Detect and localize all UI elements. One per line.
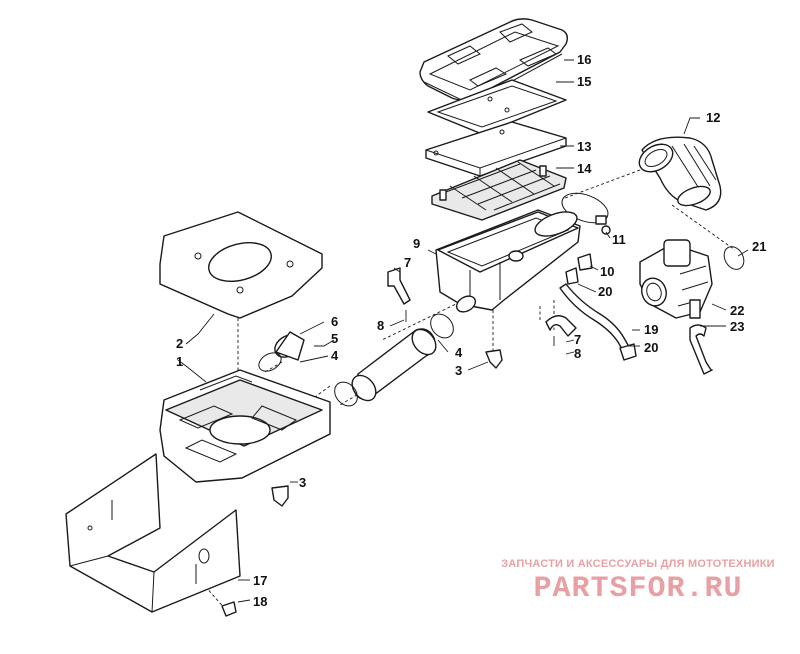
drain-hose	[689, 324, 713, 375]
callout-9: 9	[413, 236, 420, 251]
callout-8: 8	[377, 318, 384, 333]
callout-7: 7	[404, 255, 411, 270]
skid-plate-fastener	[221, 601, 237, 617]
airbox-base	[435, 209, 581, 313]
callout-23: 23	[730, 319, 744, 334]
callout-14: 14	[577, 161, 592, 176]
watermark: ЗАПЧАСТИ И АКСЕССУАРЫ ДЛЯ МОТОТЕХНИКИ PA…	[488, 558, 788, 608]
tube-clamp-lower	[334, 381, 358, 407]
carburetor	[639, 239, 713, 319]
filter-cage	[431, 159, 567, 221]
watermark-logo: PARTSFOR.RU	[533, 572, 743, 606]
callout-21: 21	[752, 239, 766, 254]
callout-3: 3	[455, 363, 462, 378]
callout-22: 22	[730, 303, 744, 318]
watermark-caption: ЗАПЧАСТИ И АКСЕССУАРЫ ДЛЯ МОТОТЕХНИКИ	[501, 558, 775, 570]
airbox-lid	[419, 18, 569, 105]
callout-5: 5	[331, 331, 338, 346]
inlet-duct	[258, 331, 305, 372]
mount-bracket-right	[545, 315, 577, 337]
clip-upper	[565, 253, 593, 285]
callout-7: 7	[574, 332, 581, 347]
callout-4: 4	[455, 345, 463, 360]
boot-clamp	[561, 192, 611, 235]
callout-4: 4	[331, 348, 339, 363]
screws	[405, 310, 555, 346]
grommet-upper	[485, 349, 503, 369]
callout-leaders	[177, 59, 749, 603]
intake-boot	[638, 136, 722, 211]
callout-18: 18	[253, 594, 267, 609]
callout-3: 3	[299, 475, 306, 490]
callout-labels: 1 2 3 3 4 4 5 6 7 7 8 8 9 10 11 12 13 14…	[176, 52, 766, 609]
callout-20: 20	[644, 340, 658, 355]
tube-clamp-upper	[430, 313, 454, 339]
callout-13: 13	[577, 139, 591, 154]
lid-gasket	[427, 79, 567, 135]
carb-clamp	[723, 246, 745, 270]
callout-11: 11	[612, 232, 626, 247]
callout-19: 19	[644, 322, 658, 337]
callout-16: 16	[577, 52, 591, 67]
mount-bracket-left	[387, 267, 411, 305]
skid-plate	[65, 453, 241, 613]
grommet-lower	[271, 485, 289, 507]
lower-airbox-housing	[159, 369, 331, 483]
callout-1: 1	[176, 354, 183, 369]
callout-2: 2	[176, 336, 183, 351]
intake-tube	[351, 328, 437, 402]
airbox-cover-plate	[159, 211, 323, 319]
callout-20: 20	[598, 284, 612, 299]
callout-12: 12	[706, 110, 720, 125]
vent-hose	[559, 283, 637, 361]
callout-10: 10	[600, 264, 614, 279]
callout-8: 8	[574, 346, 581, 361]
callout-15: 15	[577, 74, 591, 89]
callout-6: 6	[331, 314, 338, 329]
callout-17: 17	[253, 573, 267, 588]
